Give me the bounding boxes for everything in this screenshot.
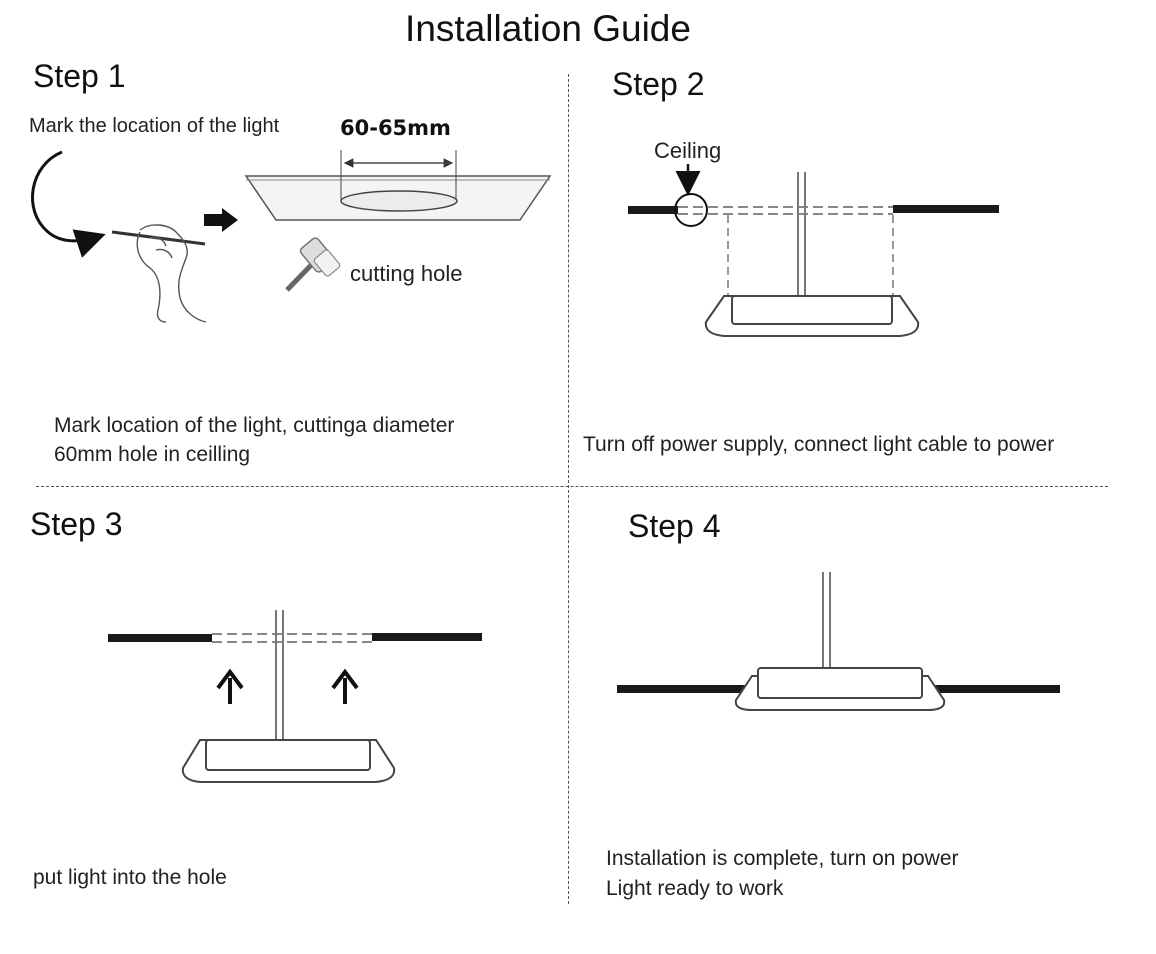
guide-title: Installation Guide [405, 8, 691, 49]
step-4-caption-line-1: Installation is complete, turn on power [606, 847, 959, 870]
hole-saw-icon [285, 237, 341, 292]
step-1-note: Mark the location of the light [29, 115, 280, 137]
step-4-lamp-drawing [617, 572, 1060, 711]
step-4-caption-line-2: Light ready to work [606, 877, 784, 900]
hole-dimension-label: 60-65mm [340, 116, 451, 140]
step-1-caption-line-1: Mark location of the light, cuttinga dia… [54, 414, 455, 437]
step-1-caption-line-2: 60mm hole in ceilling [54, 443, 251, 466]
horizontal-divider [36, 486, 1108, 487]
ceiling-callout-label: Ceiling [654, 138, 722, 163]
ceiling-panel-drawing [244, 150, 552, 221]
up-arrow-icon [216, 668, 244, 704]
right-arrow-icon [204, 208, 238, 232]
step-1-label: Step 1 [33, 58, 126, 94]
step-2-label: Step 2 [612, 66, 705, 102]
cutting-hole-label: cutting hole [350, 261, 463, 286]
step-3-lamp-drawing [108, 610, 482, 783]
step-4-label: Step 4 [628, 508, 721, 544]
vertical-divider [568, 74, 569, 904]
curved-arrow-icon [31, 150, 106, 258]
step-3-label: Step 3 [30, 506, 123, 542]
ceiling-callout-marker [674, 164, 708, 227]
hand-pencil-icon [111, 224, 207, 323]
step-2-lamp-drawing [628, 172, 999, 337]
step-2-caption-line-1: Turn off power supply, connect light cab… [583, 433, 1055, 456]
step-3-caption-line-1: put light into the hole [33, 866, 227, 889]
up-arrow-icon [331, 668, 359, 704]
